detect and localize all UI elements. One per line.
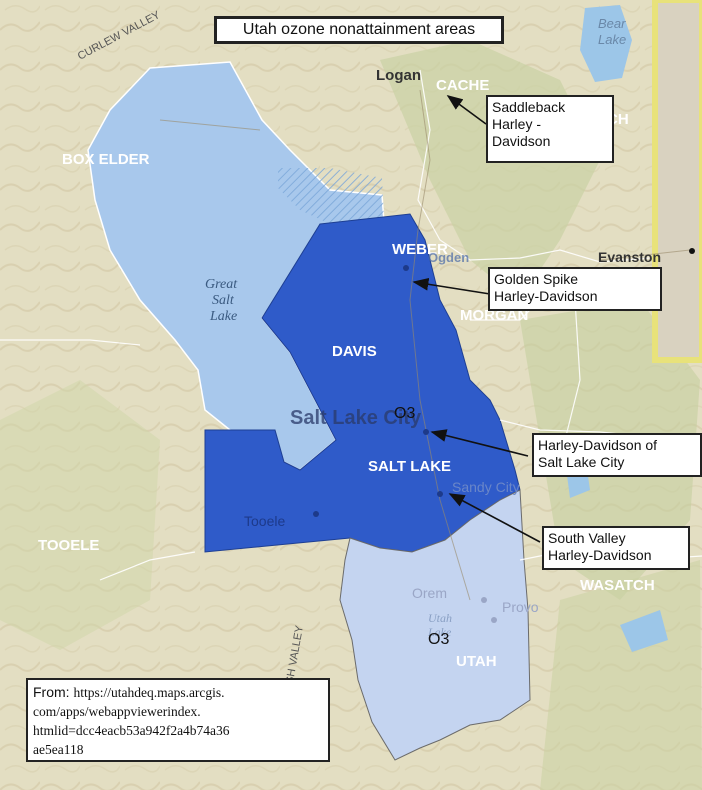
county-label-weber: WEBER (392, 241, 448, 258)
city-label-salt-lake-city: Salt Lake City (290, 407, 422, 429)
city-label-tooele-city: Tooele (244, 513, 285, 529)
county-label-wasatch: WASATCH (580, 577, 655, 594)
callout-line: South Valley (548, 530, 626, 546)
city-label-sandy: Sandy City (452, 479, 520, 495)
city-label-provo: Provo (502, 599, 539, 615)
arrow-salt-lake-city (430, 429, 529, 457)
source-url: com/apps/webappviewerindex. (33, 704, 201, 719)
dealer-callout-golden-spike: Golden Spike Harley-Davidson (488, 267, 662, 311)
source-citation: From: https://utahdeq.maps.arcgis. com/a… (26, 678, 330, 762)
hatched-area (278, 168, 384, 224)
county-label-davis: DAVIS (332, 343, 377, 360)
county-label-salt-lake: SALT LAKE (368, 458, 451, 475)
evanston-marker (689, 248, 695, 254)
arrow-saddleback (446, 95, 487, 125)
callout-arrows (412, 95, 541, 543)
tooele-marker (313, 511, 319, 517)
city-label-evanston: Evanston (598, 249, 661, 265)
callout-line: Saddleback (492, 99, 566, 115)
water-body (620, 610, 668, 652)
great-salt-lake-label: Great (205, 277, 238, 292)
source-line: From: https://utahdeq.maps.arcgis. (33, 683, 323, 702)
city-label-ogden: Ogden (428, 250, 469, 265)
dealer-callout-saddleback: Saddleback Harley - Davidson (486, 95, 614, 163)
callout-line: Harley-Davidson of (538, 437, 658, 453)
mountain-shading (0, 380, 160, 650)
callout-line: Golden Spike (494, 271, 579, 287)
callout-line: Salt Lake City (538, 454, 625, 470)
arrow-golden-spike (412, 277, 491, 295)
county-label-morgan: MORGAN (460, 307, 528, 324)
county-label-tooele: TOOELE (38, 537, 99, 554)
wyoming-area (652, 0, 702, 363)
ozone-label: O3 (394, 405, 415, 422)
bear-lake-label: Lake (598, 32, 626, 47)
callout-line: Harley-Davidson (548, 547, 652, 563)
city-label-orem: Orem (412, 585, 447, 601)
source-url: https://utahdeq.maps.arcgis. (73, 685, 225, 700)
orem-marker (481, 597, 487, 603)
roads (159, 89, 691, 601)
dealer-callout-salt-lake-city: Harley-Davidson of Salt Lake City (532, 433, 702, 477)
dealer-marker (403, 265, 409, 271)
callout-line: Harley - (492, 116, 542, 132)
utah-lake-label: Utah (428, 611, 452, 625)
map-title: Utah ozone nonattainment areas (214, 16, 504, 44)
bear-lake-label: Bear (598, 16, 626, 31)
dealer-marker (423, 429, 429, 435)
great-salt-lake-label: Salt (212, 293, 235, 308)
great-salt-lake-label: Lake (209, 309, 237, 324)
city-label-logan: Logan (376, 67, 421, 84)
county-label-box-elder: BOX ELDER (62, 151, 150, 168)
arrow-south-valley (448, 493, 541, 543)
callout-line: Davidson (492, 133, 551, 149)
utah-county (339, 489, 531, 761)
provo-marker (491, 617, 497, 623)
utah-lake-label: Lake (427, 625, 452, 639)
county-label-cache: CACHE (436, 77, 489, 94)
dealer-callout-south-valley: South Valley Harley-Davidson (542, 526, 690, 570)
bear-lake (580, 5, 632, 82)
ozone-label: O3 (428, 631, 449, 648)
callout-line: Harley-Davidson (494, 288, 598, 304)
source-url: htmlid=dcc4eacb53a942f2a4b74a36 (33, 723, 230, 738)
dealer-marker (437, 491, 443, 497)
source-label: From: (33, 684, 74, 700)
county-label-utah: UTAH (456, 653, 497, 670)
source-url: ae5ea118 (33, 742, 84, 757)
